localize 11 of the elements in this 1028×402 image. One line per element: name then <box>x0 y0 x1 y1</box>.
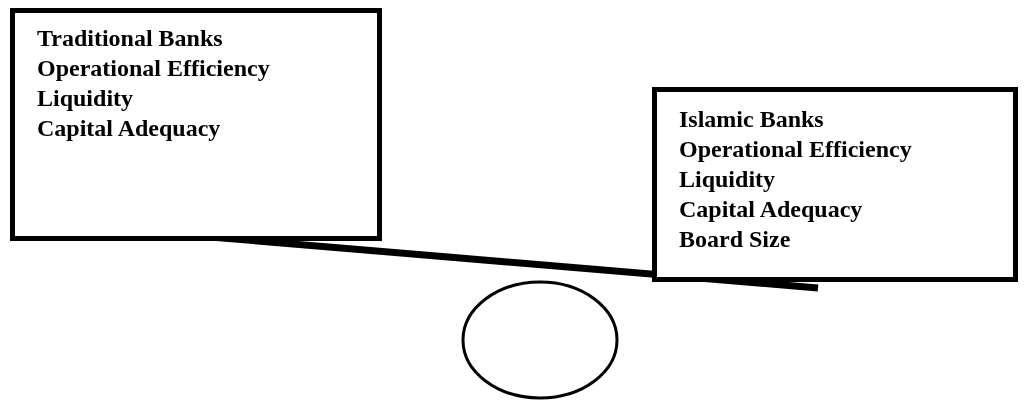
text-box <box>652 87 1018 282</box>
text-box <box>10 8 382 241</box>
box-text: Traditional Banks <box>37 24 223 53</box>
box-text: Liquidity <box>679 165 776 194</box>
box-text: Liquidity <box>37 84 134 113</box>
box-text: Capital Adequacy <box>679 195 863 224</box>
box-text: Operational Efficiency <box>37 54 270 83</box>
box-text: Capital Adequacy <box>37 114 221 143</box>
box-text: Islamic Banks <box>679 105 824 134</box>
box-text: Operational Efficiency <box>679 135 912 164</box>
box-text: Board Size <box>679 225 791 254</box>
